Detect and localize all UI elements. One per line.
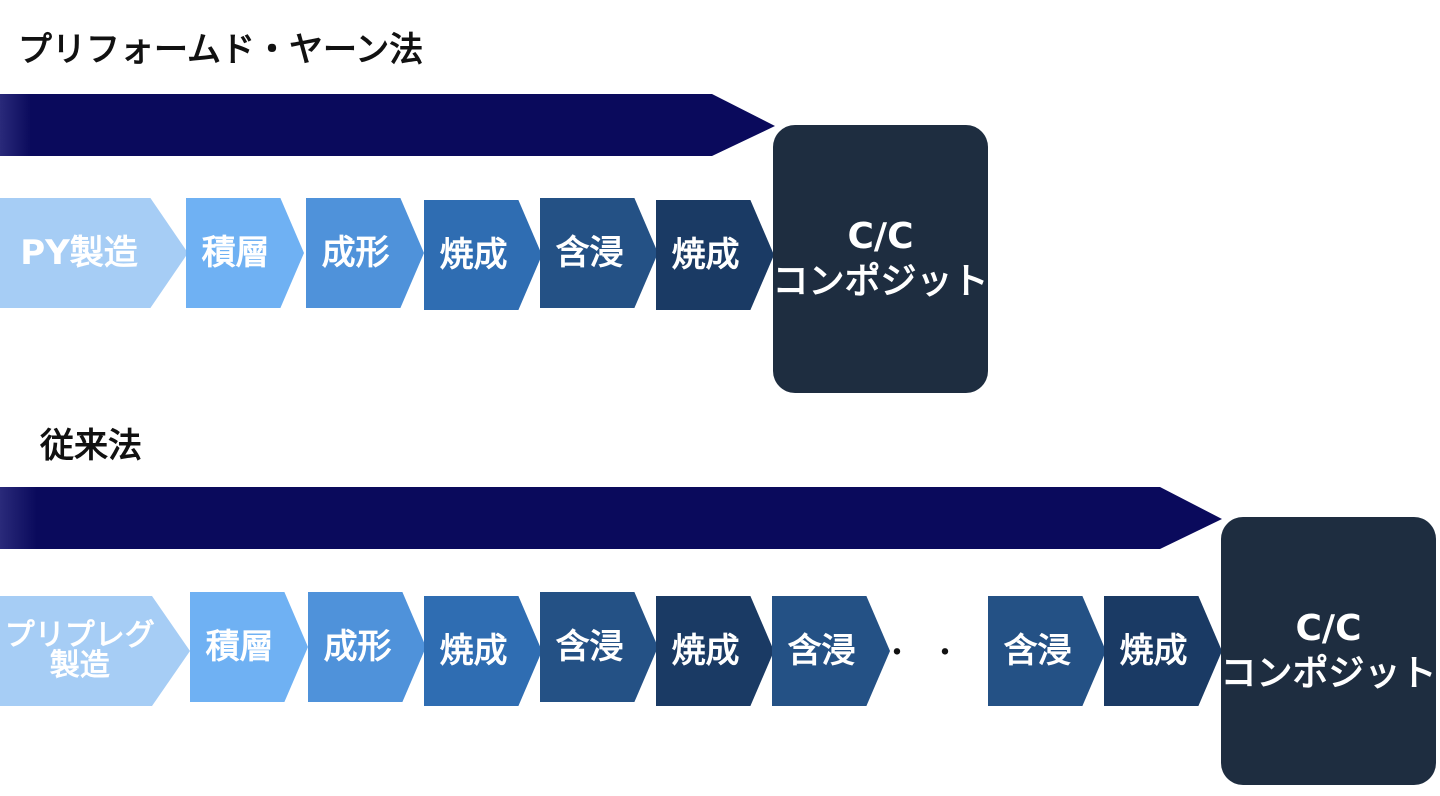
bottom-timeline-arrow	[0, 487, 1222, 549]
top-step-6-label: 焼成	[671, 235, 740, 275]
top-step-2: 積層	[186, 198, 304, 308]
bottom-step-7: 含浸	[772, 596, 890, 706]
bottom-step-7-label: 含浸	[787, 631, 856, 671]
bottom-step-2-label: 積層	[205, 627, 274, 667]
top-step-1: PY製造	[0, 198, 188, 308]
bottom-step-9: 焼成	[1104, 596, 1222, 706]
bottom-result-box: C/C コンポジット	[1220, 517, 1437, 785]
top-step-6: 焼成	[656, 200, 774, 310]
top-result-line1: C/C	[847, 216, 914, 257]
bottom-step-1-label: プリプレグ 製造	[4, 618, 155, 683]
bottom-step-1: プリプレグ 製造	[0, 596, 190, 706]
bottom-section-title: 従来法	[40, 426, 142, 466]
bottom-step-6: 焼成	[656, 596, 774, 706]
top-result-line2: コンポジット	[772, 261, 989, 302]
top-step-3: 成形	[306, 198, 424, 308]
top-step-5-label: 含浸	[555, 233, 624, 273]
top-result-box: C/C コンポジット	[772, 125, 989, 393]
ellipsis: ・・・	[882, 636, 1026, 671]
top-step-5: 含浸	[540, 198, 658, 308]
top-step-4-label: 焼成	[439, 235, 508, 275]
bottom-step-3-label: 成形	[323, 627, 392, 667]
bottom-step-2: 積層	[190, 592, 308, 702]
bottom-step-8: 含浸	[988, 596, 1106, 706]
bottom-step-8-label: 含浸	[1003, 631, 1072, 671]
bottom-step-5-label: 含浸	[555, 627, 624, 667]
top-step-3-label: 成形	[321, 233, 390, 273]
bottom-result-line1: C/C	[1295, 608, 1362, 649]
bottom-step-9-label: 焼成	[1119, 631, 1188, 671]
bottom-step-6-label: 焼成	[671, 631, 740, 671]
bottom-step-5: 含浸	[540, 592, 658, 702]
bottom-step-4: 焼成	[424, 596, 542, 706]
bottom-step-4-label: 焼成	[439, 631, 508, 671]
top-section-title: プリフォームド・ヤーン法	[18, 30, 424, 70]
bottom-result-line2: コンポジット	[1220, 653, 1437, 694]
top-step-4: 焼成	[424, 200, 542, 310]
top-timeline-arrow	[0, 94, 775, 156]
top-step-1-label: PY製造	[20, 233, 138, 273]
bottom-step-3: 成形	[308, 592, 426, 702]
top-step-2-label: 積層	[201, 233, 270, 273]
